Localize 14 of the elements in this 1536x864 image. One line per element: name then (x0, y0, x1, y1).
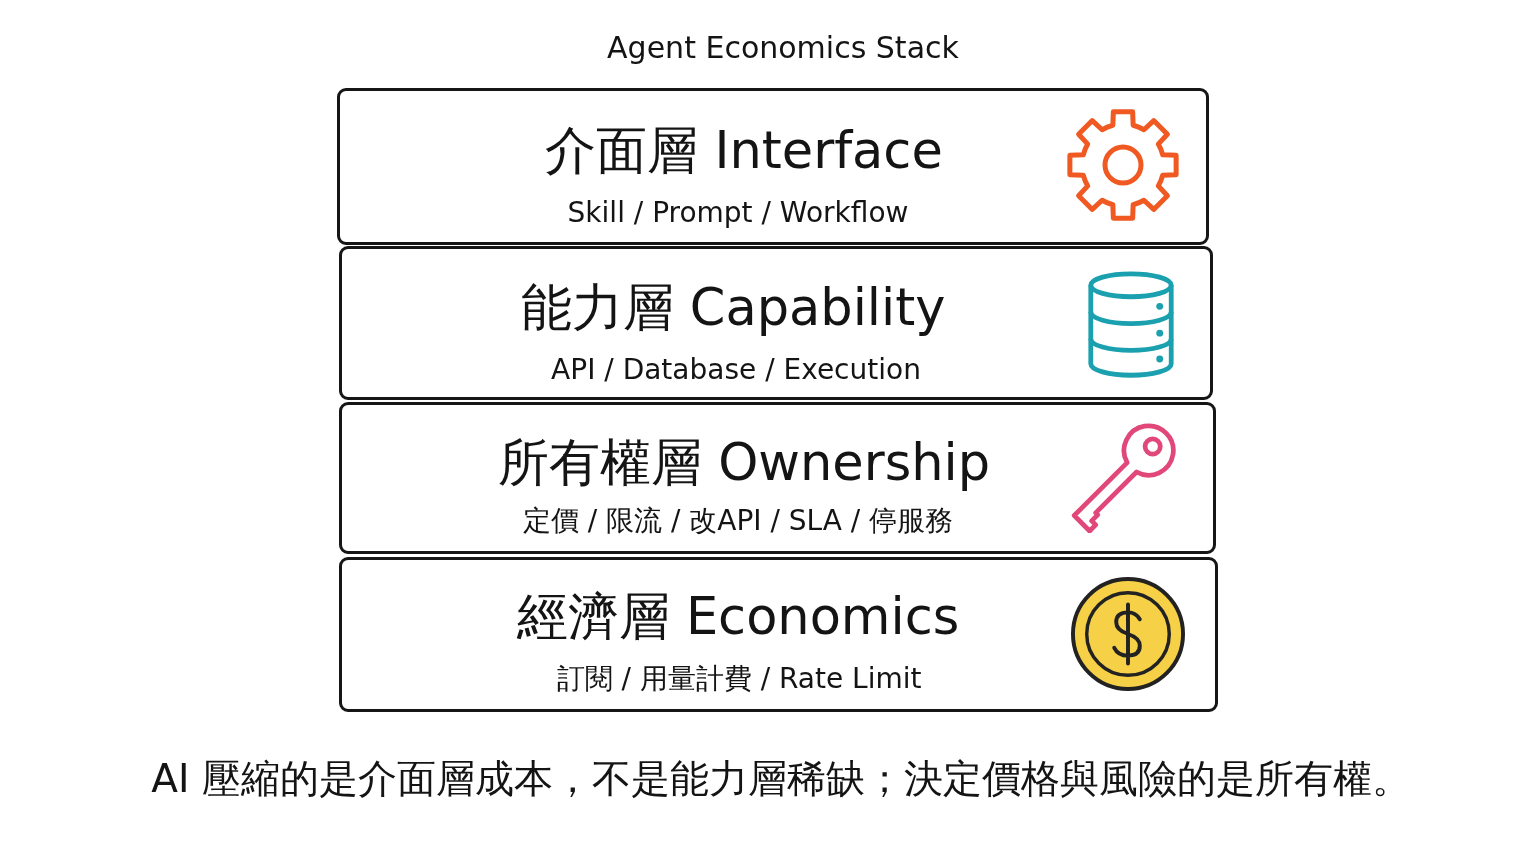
diagram-title: Agent Economics Stack (607, 30, 959, 66)
layer-subtitle: API / Database / Execution (551, 353, 921, 387)
layer-title: 所有權層 Ownership (497, 433, 991, 493)
layer-band (337, 88, 1209, 245)
layer-band (339, 402, 1216, 554)
layer-subtitle: Skill / Prompt / Workflow (567, 196, 909, 230)
layer-title: 經濟層 Economics (516, 587, 960, 647)
layer-subtitle: 定價 / 限流 / 改API / SLA / 停服務 (522, 504, 954, 538)
caption: AI 壓縮的是介面層成本，不是能力層稀缺；決定價格與風險的是所有權。 (151, 756, 1411, 802)
layer-title: 介面層 Interface (545, 121, 943, 181)
layer-subtitle: 訂閱 / 用量計費 / Rate Limit (556, 662, 922, 696)
layer-title: 能力層 Capability (520, 278, 946, 338)
layer-band (339, 557, 1218, 712)
layer-band (339, 246, 1213, 400)
